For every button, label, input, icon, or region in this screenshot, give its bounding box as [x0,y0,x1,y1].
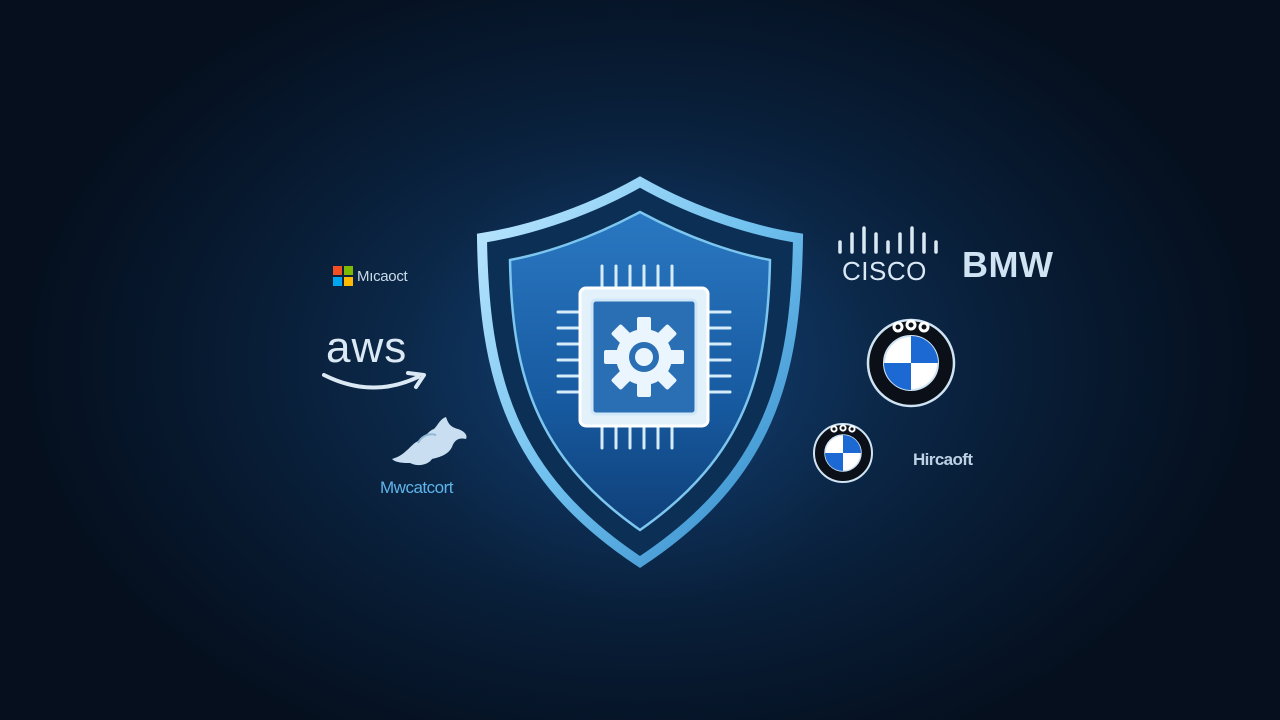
microsoft-label-top: Mıcaoct [357,267,408,285]
cisco-logo: CISCO [832,226,942,286]
bmw-roundel-small-icon [813,423,873,483]
microsoft-grid-icon [333,266,353,286]
bird-icon [392,417,467,466]
microsoft-label-right: Hircaoft [913,450,973,469]
aws-label: aws [326,323,408,372]
aws-smile-arrow-icon [322,371,426,390]
bmw-roundel-icon [866,318,956,408]
aws-logo: aws [318,325,430,397]
microsoft-label-bottom: Mwcatcort [380,478,453,497]
shield-chip-gear-icon [476,176,804,568]
cisco-bars-icon [838,226,938,254]
microsoft-logo-top: Mıcaoct [333,266,408,286]
bmw-label: BMW [962,244,1054,285]
cisco-label: CISCO [842,256,927,286]
